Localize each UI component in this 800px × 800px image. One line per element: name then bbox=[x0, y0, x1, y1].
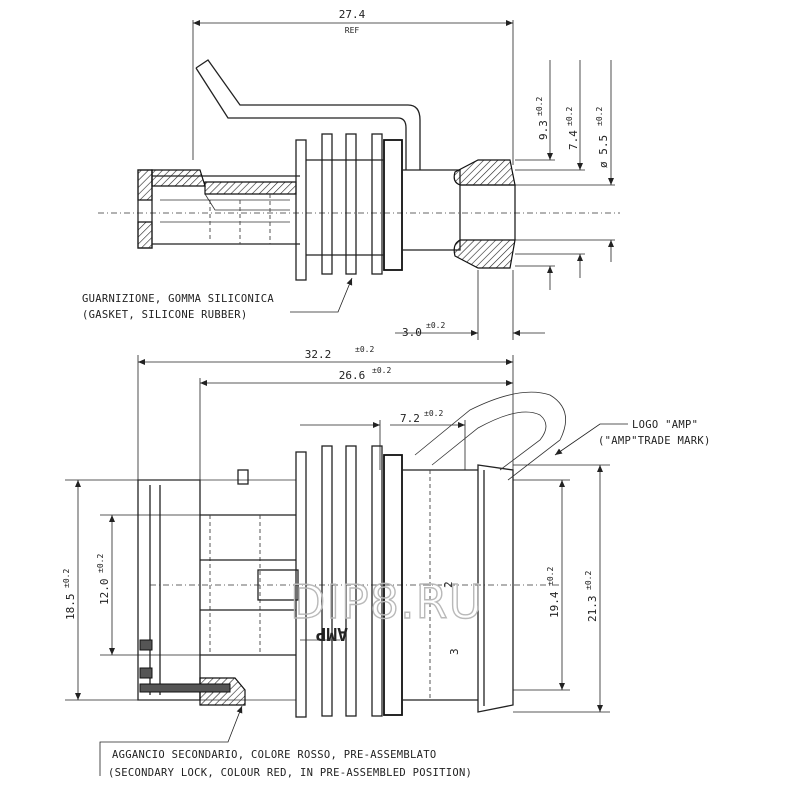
pin-number-2: 2 bbox=[442, 581, 455, 588]
dim-32-2-value: 32.2 bbox=[305, 348, 332, 361]
lock-mark-1 bbox=[139, 639, 153, 651]
dim-3-0-value: 3.0 bbox=[402, 326, 422, 339]
latch-lever-inner bbox=[195, 67, 407, 170]
flange bbox=[383, 139, 403, 271]
gasket-label-en: (GASKET, SILICONE RUBBER) bbox=[82, 309, 248, 321]
rear-body bbox=[402, 169, 461, 251]
b-rear-sleeve bbox=[477, 464, 514, 713]
left-housing-lines bbox=[149, 485, 161, 695]
dim-26-6-value: 26.6 bbox=[339, 369, 366, 382]
dim-27-4-ref: REF bbox=[345, 26, 360, 35]
dim-7-4-value: 7.4 bbox=[567, 130, 580, 150]
lock-leader bbox=[99, 705, 243, 776]
rib-1 bbox=[295, 139, 307, 281]
dim-12-0-value: 12.0 bbox=[98, 579, 111, 606]
amp-mark: AMP bbox=[315, 623, 348, 644]
b-rear-body bbox=[402, 469, 478, 701]
dim-27-4-value: 27.4 bbox=[339, 8, 366, 21]
dim-5-5-value: ø 5.5 bbox=[597, 135, 610, 168]
front-cap-top bbox=[137, 169, 153, 201]
hidden-lines bbox=[209, 194, 271, 244]
dim-21-3-tol: ±0.2 bbox=[584, 571, 593, 590]
logo-loop-inner bbox=[431, 411, 547, 471]
gasket-leader bbox=[290, 277, 353, 313]
logo-loop bbox=[414, 391, 567, 481]
lock-label-it: AGGANCIO SECONDARIO, COLORE ROSSO, PRE-A… bbox=[112, 749, 436, 761]
rib-2 bbox=[321, 133, 333, 275]
dim-9-3-value: 9.3 bbox=[537, 120, 550, 140]
dim-18-5-tol: ±0.2 bbox=[62, 569, 71, 588]
rear-sleeve-bottom bbox=[453, 239, 516, 269]
b-flange bbox=[383, 454, 403, 716]
housing-hatch-top bbox=[151, 169, 206, 187]
inner-body bbox=[200, 514, 296, 656]
rear-sleeve-bore bbox=[460, 184, 516, 240]
rib-4 bbox=[371, 133, 383, 275]
dim-12-0-tol: ±0.2 bbox=[96, 554, 105, 573]
latch-tab bbox=[237, 469, 249, 485]
dim-9-3-tol: ±0.2 bbox=[535, 97, 544, 116]
logo-leader bbox=[554, 423, 628, 456]
dim-19-4-tol: ±0.2 bbox=[546, 567, 555, 586]
dim-5-5-tol: ±0.2 bbox=[595, 107, 604, 126]
dim-32-2-tol: ±0.2 bbox=[355, 345, 374, 354]
b-rib-4 bbox=[371, 445, 383, 717]
housing-details bbox=[160, 193, 290, 223]
left-housing bbox=[137, 479, 201, 701]
logo-label-it: LOGO "AMP" bbox=[632, 419, 698, 431]
dim-26-6-tol: ±0.2 bbox=[372, 366, 391, 375]
b-rib-2 bbox=[321, 445, 333, 717]
b-rib-3 bbox=[345, 445, 357, 717]
pin-number-3: 3 bbox=[448, 648, 461, 655]
dim-18-5-value: 18.5 bbox=[64, 594, 77, 621]
body-edges bbox=[138, 479, 296, 701]
housing-hatch-mid bbox=[204, 181, 297, 195]
rear-sleeve-top bbox=[453, 159, 516, 186]
lock-mark-2 bbox=[139, 667, 153, 679]
front-cap-bottom bbox=[137, 221, 153, 249]
logo-label-en: ("AMP"TRADE MARK) bbox=[598, 435, 711, 447]
dim-7-2-value: 7.2 bbox=[400, 412, 420, 425]
b-rib-1 bbox=[295, 451, 307, 718]
latch-lever bbox=[195, 59, 421, 170]
gasket-label-it: GUARNIZIONE, GOMMA SILICONICA bbox=[82, 293, 274, 305]
dim-7-2-tol: ±0.2 bbox=[424, 409, 443, 418]
front-cap-outline bbox=[137, 169, 153, 249]
lock-label-en: (SECONDARY LOCK, COLOUR RED, IN PRE-ASSE… bbox=[108, 767, 472, 779]
dim-21-3-value: 21.3 bbox=[586, 596, 599, 623]
top-view: 27.4 REF bbox=[82, 8, 620, 340]
dim-19-4-value: 19.4 bbox=[548, 591, 561, 618]
bottom-view: 32.2 ±0.2 26.6 ±0.2 7.2 ±0.2 bbox=[62, 345, 711, 779]
secondary-lock-bar bbox=[139, 683, 231, 693]
watermark-text: DIP8.RU bbox=[290, 575, 483, 629]
pin-channel bbox=[200, 559, 296, 611]
dim-7-4-tol: ±0.2 bbox=[565, 107, 574, 126]
rib-3 bbox=[345, 133, 357, 275]
dim-3-0-tol: ±0.2 bbox=[426, 321, 445, 330]
